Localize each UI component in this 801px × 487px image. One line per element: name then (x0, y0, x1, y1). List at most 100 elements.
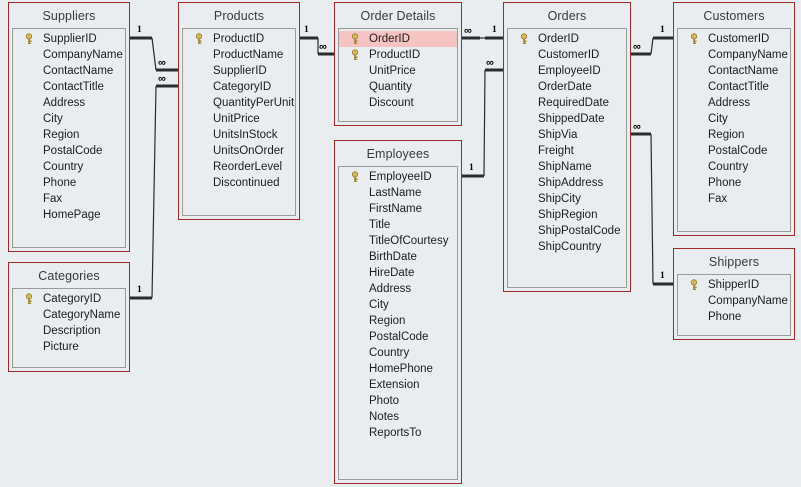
field-row[interactable]: Discount (339, 95, 457, 111)
field-row[interactable]: Phone (13, 175, 125, 191)
field-row[interactable]: CustomerID (678, 31, 790, 47)
field-row[interactable]: Freight (508, 143, 626, 159)
field-row[interactable]: CategoryID (183, 79, 295, 95)
field-row[interactable]: CategoryID (13, 291, 125, 307)
field-row[interactable]: ShipCity (508, 191, 626, 207)
field-row[interactable]: HireDate (339, 265, 457, 281)
field-row[interactable]: FirstName (339, 201, 457, 217)
field-label: ShipVia (538, 129, 578, 141)
field-row[interactable]: Photo (339, 393, 457, 409)
field-row[interactable]: City (678, 111, 790, 127)
field-row[interactable]: Region (13, 127, 125, 143)
field-row[interactable]: ShipRegion (508, 207, 626, 223)
field-row[interactable]: HomePhone (339, 361, 457, 377)
field-row[interactable]: ShipperID (678, 277, 790, 293)
field-label: TitleOfCourtesy (369, 235, 449, 247)
field-row[interactable]: ReportsTo (339, 425, 457, 441)
field-row[interactable]: ProductID (339, 47, 457, 63)
field-row[interactable]: PostalCode (339, 329, 457, 345)
field-row[interactable]: ShipName (508, 159, 626, 175)
field-row[interactable]: CompanyName (678, 47, 790, 63)
field-row[interactable]: ShipAddress (508, 175, 626, 191)
field-row[interactable]: ContactName (13, 63, 125, 79)
field-row[interactable]: OrderID (508, 31, 626, 47)
field-row[interactable]: Region (678, 127, 790, 143)
field-row[interactable]: Address (13, 95, 125, 111)
field-row[interactable]: City (13, 111, 125, 127)
field-row[interactable]: SupplierID (13, 31, 125, 47)
field-row[interactable]: Address (339, 281, 457, 297)
field-row[interactable]: Phone (678, 309, 790, 325)
field-row[interactable]: UnitPrice (339, 63, 457, 79)
field-row[interactable]: ShippedDate (508, 111, 626, 127)
field-row[interactable]: Fax (678, 191, 790, 207)
field-row[interactable]: Picture (13, 339, 125, 355)
field-row[interactable]: ContactTitle (13, 79, 125, 95)
field-row[interactable]: OrderDate (508, 79, 626, 95)
field-row[interactable]: CustomerID (508, 47, 626, 63)
field-row[interactable]: UnitsInStock (183, 127, 295, 143)
field-row[interactable]: Country (13, 159, 125, 175)
field-row[interactable]: Notes (339, 409, 457, 425)
cardinality-one-orders-orderid: 1 (492, 25, 497, 35)
field-row[interactable]: RequiredDate (508, 95, 626, 111)
field-row[interactable]: LastName (339, 185, 457, 201)
field-row[interactable]: UnitsOnOrder (183, 143, 295, 159)
field-row[interactable]: EmployeeID (339, 169, 457, 185)
field-row[interactable]: Phone (678, 175, 790, 191)
field-row[interactable]: OrderID (339, 31, 457, 47)
field-row[interactable]: ProductID (183, 31, 295, 47)
field-row[interactable]: BirthDate (339, 249, 457, 265)
field-row[interactable]: SupplierID (183, 63, 295, 79)
field-row[interactable]: ContactTitle (678, 79, 790, 95)
field-row[interactable]: Address (678, 95, 790, 111)
field-row[interactable]: TitleOfCourtesy (339, 233, 457, 249)
field-row[interactable]: Discontinued (183, 175, 295, 191)
field-row[interactable]: CategoryName (13, 307, 125, 323)
field-row[interactable]: CompanyName (678, 293, 790, 309)
field-row[interactable]: CompanyName (13, 47, 125, 63)
field-row[interactable]: Description (13, 323, 125, 339)
field-label: OrderID (538, 33, 579, 45)
field-row[interactable]: HomePage (13, 207, 125, 223)
field-label: Address (43, 97, 86, 109)
field-row[interactable]: Extension (339, 377, 457, 393)
field-row[interactable]: Title (339, 217, 457, 233)
field-row[interactable]: QuantityPerUnit (183, 95, 295, 111)
field-row[interactable]: EmployeeID (508, 63, 626, 79)
field-row[interactable]: Country (339, 345, 457, 361)
field-row[interactable]: Country (678, 159, 790, 175)
field-label: Discount (369, 97, 414, 109)
field-row[interactable]: Fax (13, 191, 125, 207)
field-row[interactable]: Region (339, 313, 457, 329)
field-row[interactable]: ProductName (183, 47, 295, 63)
field-row[interactable]: ContactName (678, 63, 790, 79)
field-row[interactable]: ShipVia (508, 127, 626, 143)
field-row[interactable]: ShipPostalCode (508, 223, 626, 239)
field-label: ProductID (369, 49, 421, 61)
field-row[interactable]: PostalCode (13, 143, 125, 159)
field-row[interactable]: PostalCode (678, 143, 790, 159)
field-row[interactable]: ShipCountry (508, 239, 626, 255)
field-row[interactable]: City (339, 297, 457, 313)
field-row[interactable]: Quantity (339, 79, 457, 95)
field-row[interactable]: ReorderLevel (183, 159, 295, 175)
field-row[interactable]: UnitPrice (183, 111, 295, 127)
